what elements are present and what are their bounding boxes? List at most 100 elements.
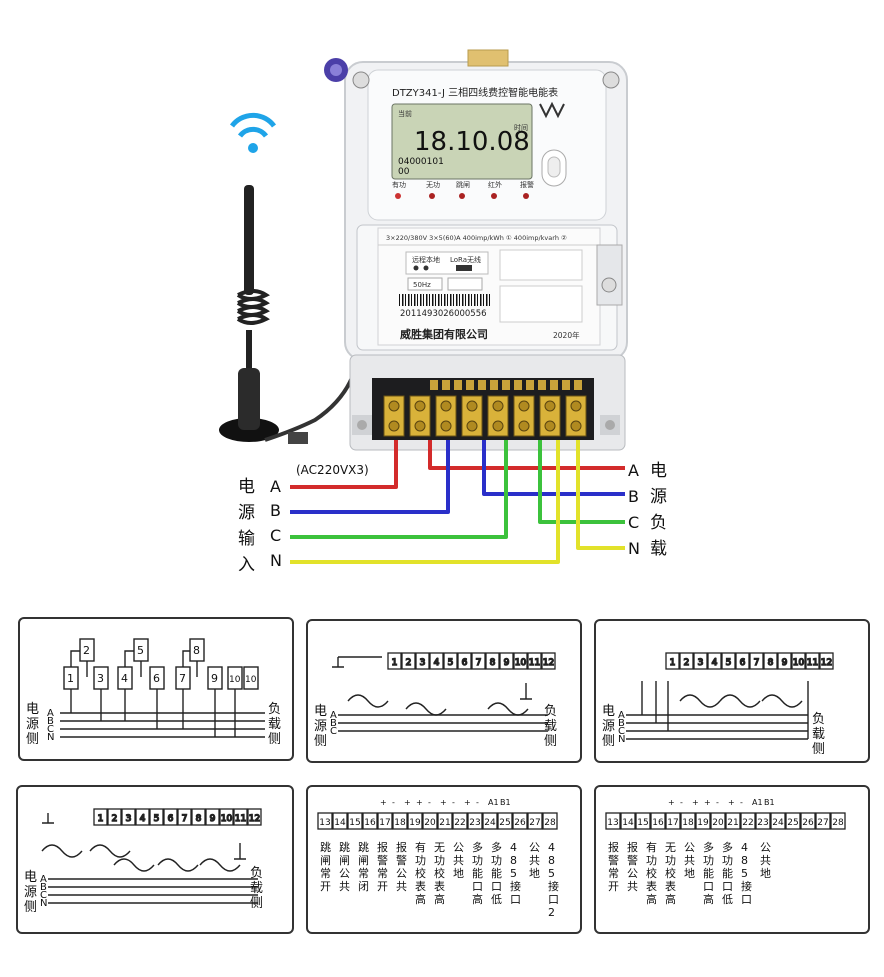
terminal-box [482,812,498,830]
function-label: 报警公共 [627,840,638,893]
terminal-box [457,652,472,670]
function-label: 公共地 [529,841,540,880]
terminal-box [407,812,423,830]
lcd-top-label: 当前 [398,109,412,118]
terminal-number: 6 [740,658,746,668]
svg-text:N: N [270,551,282,570]
aux-terminal [430,380,438,390]
aux-terminal [454,380,462,390]
polarity-label: B1 [500,798,511,807]
terminal-number: 19 [697,818,709,828]
function-label: 跳闸公共 [339,840,350,893]
polarity-label: A1 [752,798,763,807]
polarity-label: A1 [488,798,499,807]
indicator-led [459,193,465,199]
svg-text:6: 6 [153,672,160,685]
svg-text:B: B [47,716,54,727]
terminal-box [605,812,621,830]
terminal-box [107,808,122,826]
svg-text:7: 7 [179,672,186,685]
terminal-number: 15 [637,818,648,828]
terminal-box [497,812,513,830]
terminal-number: 26 [514,818,526,828]
indicator-label: 报警 [520,180,534,189]
terminal-box [785,812,801,830]
terminal-box [635,812,651,830]
terminal-number: 2 [112,814,118,824]
terminal-number: 22 [742,818,753,828]
svg-text:侧: 侧 [314,734,327,749]
terminal-number: 10 [221,814,233,824]
terminal-box [819,652,834,670]
terminal-box [219,808,234,826]
svg-text:源: 源 [24,885,37,900]
terminal-box [317,812,333,830]
diagram-panel-1: 1 2 3 4 5 6 7 8 9 10 10 电 源 侧 负 载 侧 A B … [18,617,294,761]
terminal-number: 11 [807,658,818,668]
aux-terminal [526,380,534,390]
lcd-sub-readout: 04000101 [398,157,444,167]
terminal-box [135,808,150,826]
polarity-label: B1 [764,798,775,807]
terminal-box [805,652,820,670]
terminal-box [740,812,756,830]
function-label: 多功能口高 [472,840,483,906]
terminal-box [735,652,750,670]
terminal-box [415,652,430,670]
terminal-box [422,812,438,830]
terminal-number: 4 [140,814,146,824]
svg-text:负: 负 [812,712,825,727]
svg-text:A: A [618,710,625,721]
svg-text:N: N [40,898,47,909]
function-label: 公共地 [684,841,695,880]
svg-text:侧: 侧 [544,734,557,749]
terminal-number: 8 [196,814,202,824]
terminal-box [725,812,741,830]
terminal-number: 5 [448,658,454,668]
terminal-number: 12 [249,814,260,824]
terminal-box [665,652,680,670]
svg-text:负: 负 [544,704,557,719]
terminal-box [527,812,543,830]
terminal-box [401,652,416,670]
svg-text:B: B [40,882,47,893]
indicator-label: 无功 [426,180,440,189]
polarity-label: - [392,798,395,807]
meter-model-title: DTZY341-J 三相四线费控智能电能表 [392,86,558,99]
function-label: 多功能口低 [491,840,502,906]
terminal-box [770,812,786,830]
svg-text:1: 1 [67,672,74,685]
lcd-sub-readout-2: 00 [398,167,410,177]
function-label: 有功校表高 [646,840,657,906]
terminal-box [205,808,220,826]
function-label: 无功校表高 [434,841,445,906]
svg-text:侧: 侧 [250,896,263,911]
terminal-number: 9 [210,814,216,824]
terminal-number: 4 [712,658,718,668]
aux-terminal [514,380,522,390]
terminal-number: 1 [670,658,676,668]
terminal-number: 17 [667,818,678,828]
terminal-box [680,812,696,830]
terminal-box [542,812,558,830]
terminal-box [763,652,778,670]
terminal-number: 1 [98,814,104,824]
terminal-number: 21 [727,818,738,828]
svg-text:C: C [330,726,337,737]
svg-text:A: A [628,461,639,480]
svg-text:侧: 侧 [812,742,825,757]
svg-text:B: B [270,501,281,520]
terminal-box [485,652,500,670]
polarity-label: + [440,798,447,807]
terminal-number: 10 [793,658,805,668]
aux-terminal [466,380,474,390]
terminal-box [830,812,846,830]
aux-terminal [574,380,582,390]
svg-text:B: B [628,487,639,506]
svg-text:侧: 侧 [26,732,39,747]
brand-logo-icon [539,101,565,119]
svg-text:入: 入 [238,555,255,575]
terminal-box [527,652,542,670]
aux-terminal [538,380,546,390]
